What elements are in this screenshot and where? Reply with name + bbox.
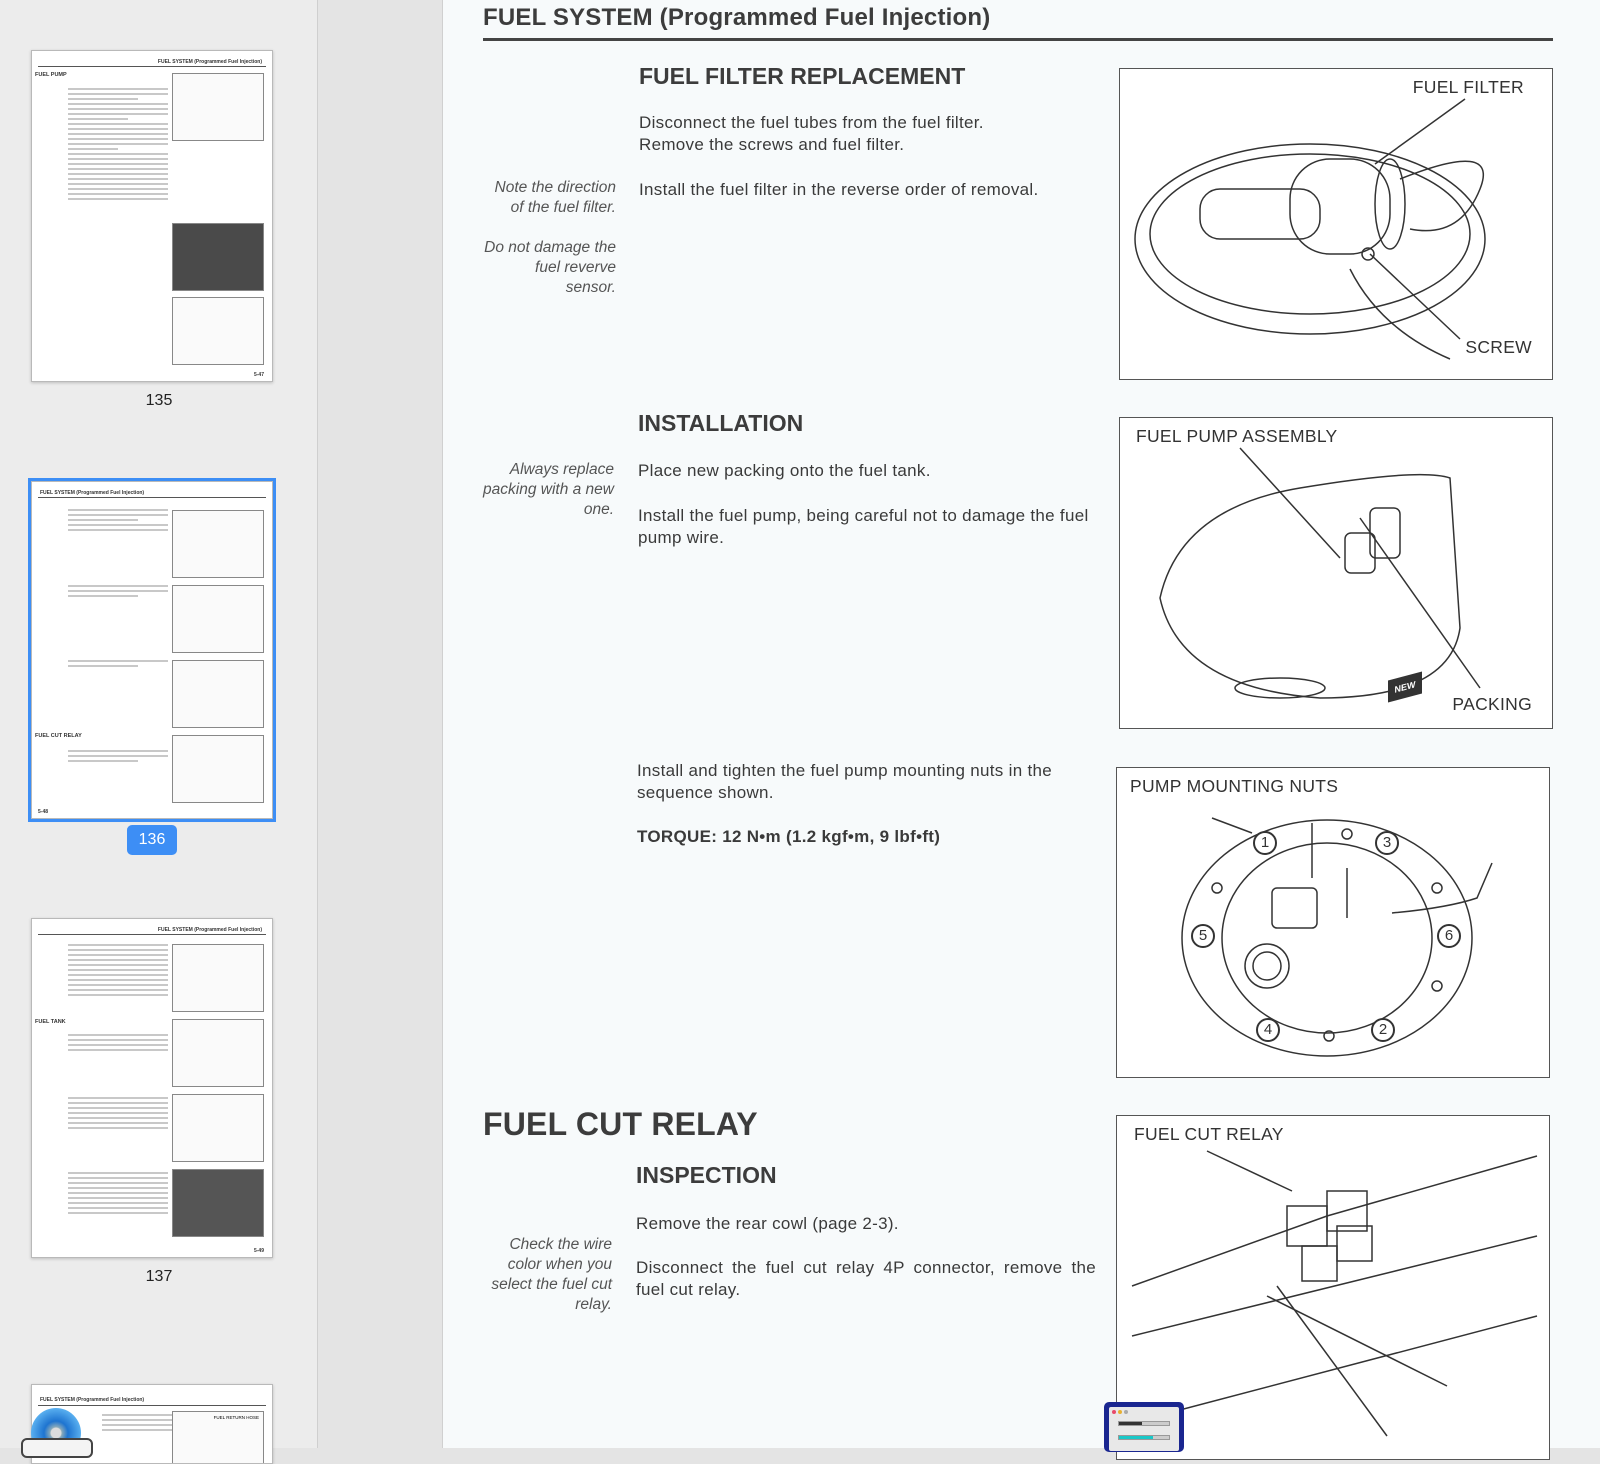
nut-1: 1 <box>1253 831 1277 855</box>
margin-note: Do not damage the fuel reverve sensor. <box>484 239 616 296</box>
figure-fuel-cut-relay: FUEL CUT RELAY <box>1116 1115 1550 1460</box>
drive-icon <box>21 1438 93 1458</box>
nut-4: 4 <box>1256 1018 1280 1042</box>
body-text: Install the fuel filter in the reverse o… <box>639 180 1039 199</box>
fig-label: FUEL CUT RELAY <box>1134 1124 1284 1144</box>
section-title-installation: INSTALLATION <box>638 410 804 436</box>
nut-number: 5 <box>1198 927 1208 944</box>
mounting-nuts-illustration <box>1181 817 1493 1057</box>
body-text: Install and tighten the fuel pump mounti… <box>637 761 1053 802</box>
fig-label: PUMP MOUNTING NUTS <box>1130 776 1339 796</box>
figure-fuel-filter: FUEL FILTER SCREW <box>1119 68 1553 380</box>
fuel-cut-relay-illustration <box>1131 1150 1538 1437</box>
thumb-section: FUEL CUT RELAY <box>35 733 82 739</box>
fig-label: FUEL PUMP ASSEMBLY <box>1136 426 1338 446</box>
nut-number: 3 <box>1382 834 1392 851</box>
body-text: Install the fuel pump, being careful not… <box>638 506 1089 547</box>
margin-note: Note the direction of the fuel filter. <box>494 179 617 216</box>
thumb-fig-label: FUEL RETURN HOSE <box>213 1415 259 1420</box>
body-text: Disconnect the fuel tubes from the fuel … <box>639 113 984 132</box>
fuel-tank-illustration <box>1159 447 1481 699</box>
thumbnail-page-135[interactable]: FUEL SYSTEM (Programmed Fuel Injection) … <box>31 50 273 382</box>
page-number-label: 137 <box>145 1268 173 1285</box>
nut-3: 3 <box>1375 831 1399 855</box>
section-title-fuel-cut-relay: FUEL CUT RELAY <box>483 1106 758 1142</box>
page-number-label-selected: 136 <box>127 825 177 855</box>
thumb-section: FUEL TANK <box>35 1019 66 1025</box>
nut-number: 1 <box>1260 834 1270 851</box>
pdf-page: FUEL SYSTEM (Programmed Fuel Injection) … <box>442 0 1600 1460</box>
nut-2: 2 <box>1371 1018 1395 1042</box>
thumb-header: FUEL SYSTEM (Programmed Fuel Injection) <box>40 490 145 496</box>
nut-number: 6 <box>1444 927 1454 944</box>
thumb-section: FUEL PUMP <box>35 72 67 78</box>
fuel-filter-illustration <box>1134 98 1486 360</box>
fig-label: FUEL FILTER <box>1412 77 1524 97</box>
dock-app-icon[interactable] <box>1104 1402 1184 1452</box>
body-text: Remove the rear cowl (page 2-3). <box>636 1214 899 1233</box>
page-number-label: 135 <box>145 392 173 409</box>
nut-number: 4 <box>1263 1021 1273 1038</box>
torque-spec: TORQUE: 12 N•m (1.2 kgf•m, 9 lbf•ft) <box>637 827 941 846</box>
thumbnail-page-137[interactable]: FUEL SYSTEM (Programmed Fuel Injection) … <box>31 918 273 1258</box>
thumb-footer: 5-47 <box>253 372 264 378</box>
progress-bar <box>1118 1435 1170 1440</box>
thumb-header: FUEL SYSTEM (Programmed Fuel Injection) <box>157 927 262 933</box>
thumb-footer: 5-48 <box>38 809 49 815</box>
figure-pump-mounting-nuts: PUMP MOUNTING NUTS 1 2 3 4 5 6 <box>1116 767 1550 1078</box>
margin-note: Check the wire color when you select the… <box>491 1236 612 1313</box>
nut-6: 6 <box>1437 924 1461 948</box>
nut-number: 2 <box>1378 1021 1388 1038</box>
body-text: Remove the screws and fuel filter. <box>639 135 905 154</box>
thumb-footer: 5-49 <box>253 1248 264 1254</box>
thumbnail-page-136[interactable]: FUEL SYSTEM (Programmed Fuel Injection) … <box>28 478 276 822</box>
figure-fuel-pump-assembly: FUEL PUMP ASSEMBLY PACKING NEW <box>1119 417 1553 729</box>
header-rule <box>483 38 1553 41</box>
fig-label: PACKING <box>1452 694 1532 714</box>
thumbnail-sidebar: FUEL SYSTEM (Programmed Fuel Injection) … <box>0 0 318 1464</box>
section-title-inspection: INSPECTION <box>636 1162 777 1188</box>
new-badge-label: NEW <box>1394 679 1416 695</box>
progress-bar <box>1118 1421 1170 1426</box>
fig-label: SCREW <box>1465 337 1532 357</box>
section-title-fuel-filter: FUEL FILTER REPLACEMENT <box>639 63 966 89</box>
margin-note: Always replace packing with a new one. <box>483 461 614 518</box>
page-header: FUEL SYSTEM (Programmed Fuel Injection) <box>483 4 991 31</box>
body-text: Place new packing onto the fuel tank. <box>638 461 931 480</box>
thumb-header: FUEL SYSTEM (Programmed Fuel Injection) <box>40 1397 145 1403</box>
thumb-header: FUEL SYSTEM (Programmed Fuel Injection) <box>157 59 262 65</box>
body-text: Disconnect the fuel cut relay 4P connect… <box>636 1258 1096 1299</box>
nut-5: 5 <box>1191 924 1215 948</box>
